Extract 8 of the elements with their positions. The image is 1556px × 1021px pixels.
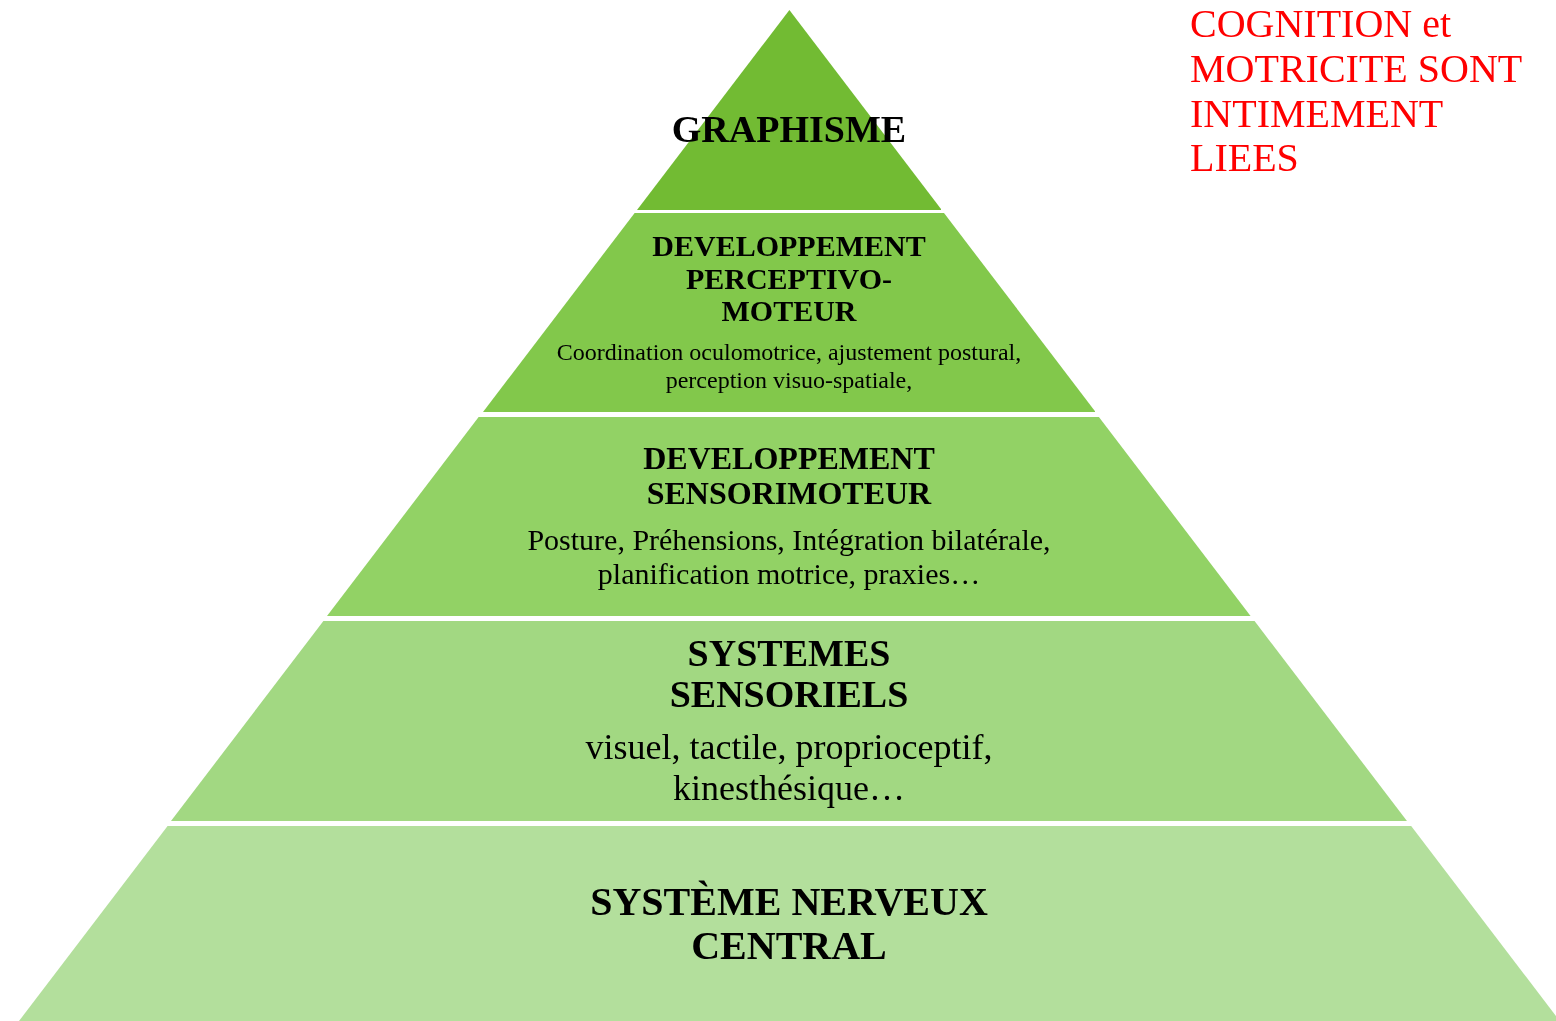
- tier-description: Posture, Préhensions, Intégration bilatérale, planification motrice, praxies…: [526, 522, 1052, 592]
- tier-description: Coordination oculomotrice, ajustement postural, perception visuo-spatiale,: [555, 339, 1023, 395]
- note-text: COGNITION et MOTRICITE SONT INTIMEMENT LIEES: [1190, 2, 1523, 182]
- tier-heading: SYSTÈME NERVEUX CENTRAL: [589, 880, 989, 967]
- tier-heading: DEVELOPPEMENT SENSORIMOTEUR: [642, 441, 936, 511]
- tier-heading: DEVELOPPEMENT PERCEPTIVO-MOTEUR: [651, 230, 927, 328]
- tier-heading: SYSTEMES SENSORIELS: [668, 632, 910, 715]
- tier-description: visuel, tactile, proprioceptif, kinesthésique…: [584, 726, 994, 810]
